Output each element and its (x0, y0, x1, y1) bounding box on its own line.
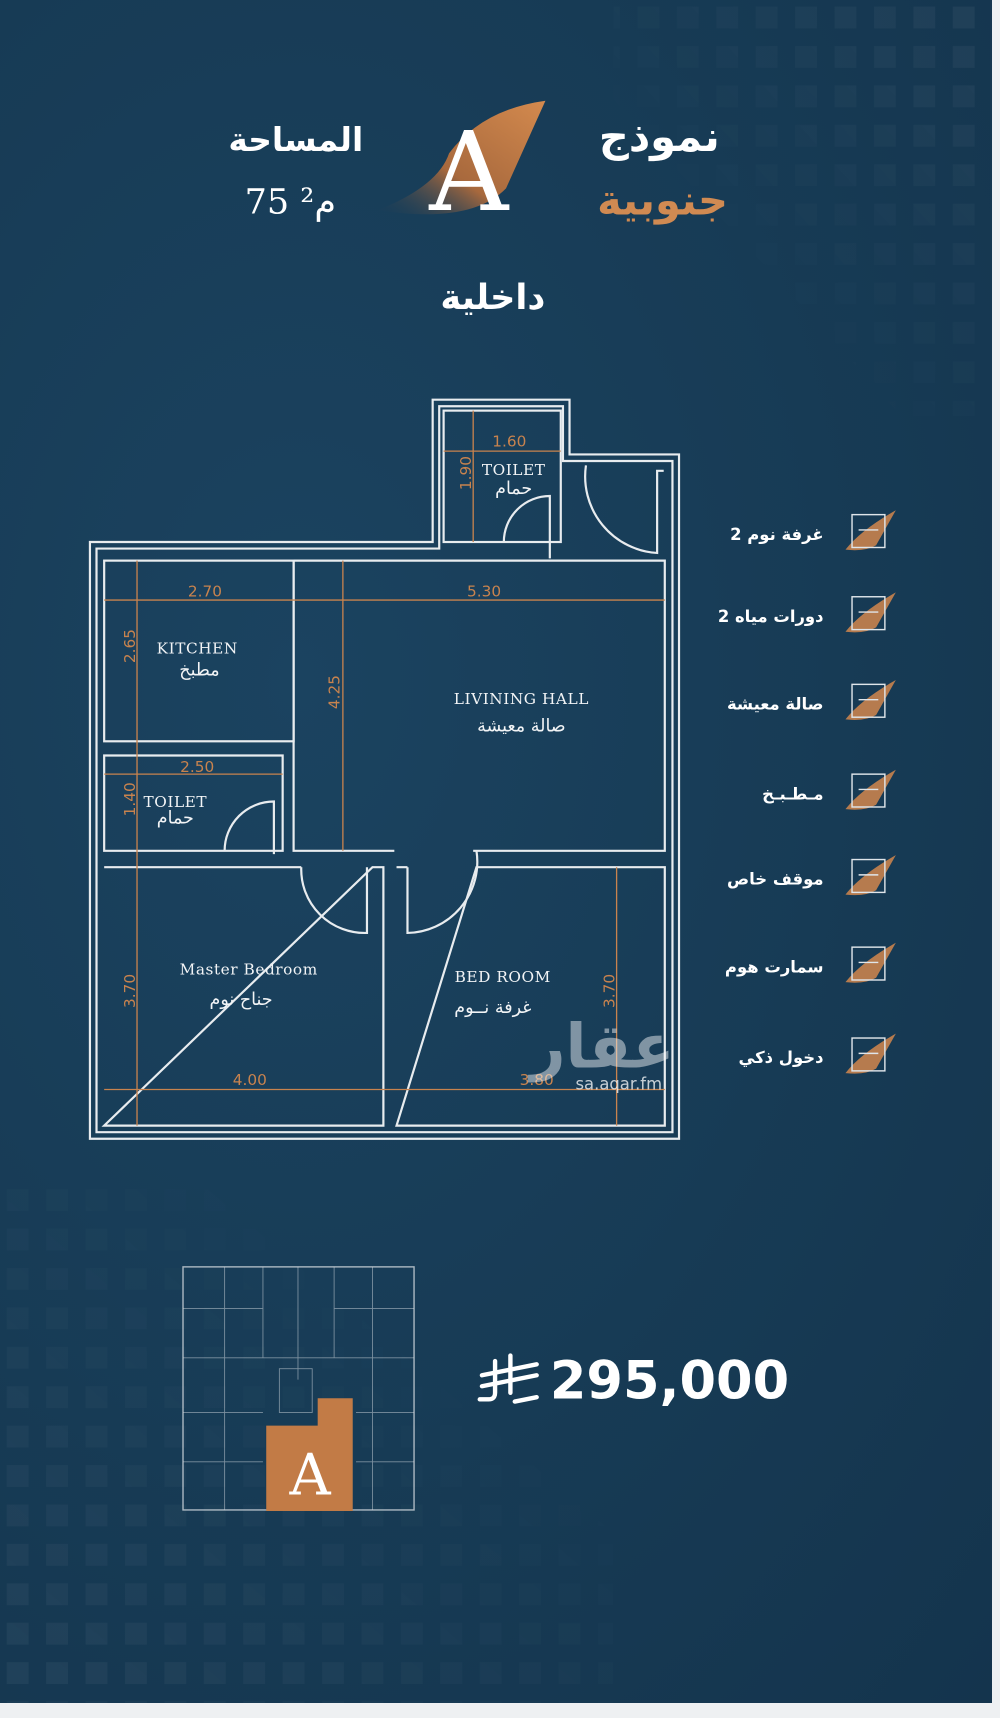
logo-swoosh (377, 100, 546, 215)
model-label: نموذج (599, 112, 720, 162)
smart-home-icon (845, 942, 896, 983)
living-walls (292, 559, 666, 852)
feature-label: دخول ذكي (739, 1048, 824, 1068)
door-swing (223, 800, 275, 855)
toilet-top-depth: 1.90 (457, 456, 475, 490)
kitchen-label: KITCHEN (157, 640, 238, 658)
door-swing (502, 494, 551, 559)
feature-item: سمارت هوم (725, 942, 896, 983)
feature-label: موقف خاص (727, 870, 824, 889)
feature-item: موقف خاص (727, 855, 896, 896)
toilet-top-width: 1.60 (492, 433, 526, 451)
bedroom-label-ar: غرفة نــوم (454, 998, 531, 1018)
door-swing (406, 850, 479, 935)
watermark-logo: عقار (527, 1012, 674, 1083)
toilet-width: 2.50 (180, 758, 214, 776)
area-label: المساحة (228, 121, 363, 159)
bedroom-walls (395, 866, 666, 1127)
toilet-depth: 1.40 (121, 782, 139, 816)
area-value: 75 م² (245, 182, 336, 223)
key-plan-letter: A (288, 1443, 331, 1509)
position-label: داخلية (440, 277, 545, 318)
feature-label: صالة معيشة (727, 695, 824, 714)
entry-door-swing (584, 465, 664, 555)
bedroom-icon (845, 510, 896, 551)
feature-item: مـطـبـخ (762, 769, 896, 810)
living-label: LIVINING HALL (454, 690, 589, 708)
feature-label: سمارت هوم (725, 957, 824, 976)
door-swing (300, 867, 369, 935)
feature-label: 2 غرفة نوم (730, 525, 823, 544)
feature-label: 2 دورات مياه (718, 607, 824, 627)
orientation-label: جنوبية (597, 176, 728, 226)
feature-item: 2 دورات مياه (718, 592, 896, 633)
model-letter: A (428, 108, 510, 236)
floor-plan: 2.70 5.30 2.65 4.25 2.50 1.40 1.60 1.90 … (88, 398, 681, 1140)
price: 295,000 (477, 1350, 789, 1411)
toilet-walls (103, 754, 284, 852)
outer-wall-inner (95, 405, 674, 1134)
living-depth: 4.25 (326, 675, 344, 709)
toilet-top-label-ar: حمام (495, 479, 532, 499)
key-plan: A (182, 1266, 415, 1512)
feature-item: صالة معيشة (727, 679, 896, 720)
master-width: 4.00 (233, 1071, 267, 1089)
kitchen-label-ar: مطبخ (179, 661, 219, 681)
saudi-riyal-icon (477, 1353, 539, 1404)
master-label: Master Bedroom (180, 961, 318, 979)
kitchen-icon (845, 769, 896, 810)
toilet-top-walls (442, 409, 562, 544)
decor-grid-top (613, 0, 992, 417)
bedroom-width: 3.80 (520, 1071, 554, 1089)
living-label-ar: صالة معيشة (477, 716, 566, 736)
toilet-label-ar: حمام (157, 808, 194, 828)
toilet-top-label: TOILET (482, 461, 546, 479)
kitchen-width: 2.70 (188, 583, 222, 601)
features-list: 2 غرفة نوم 2 دورات مياه صالة معيشة مـطـبـخ م… (718, 510, 896, 1074)
unit-a-highlight (266, 1398, 353, 1512)
outer-wall (88, 398, 681, 1140)
watermark-url: sa.aqar.fm (576, 1074, 663, 1093)
price-value: 295,000 (550, 1350, 789, 1411)
toilet-label: TOILET (144, 793, 208, 811)
bedroom-depth: 3.70 (600, 974, 618, 1008)
feature-item: 2 غرفة نوم (730, 510, 896, 551)
parking-icon (845, 855, 896, 896)
feature-item: دخول ذكي (739, 1033, 896, 1074)
smart-entry-icon (845, 1033, 896, 1074)
master-label-ar: جناح نوم (210, 990, 273, 1010)
kitchen-depth: 2.65 (121, 629, 139, 663)
bedroom-label: BED ROOM (455, 968, 551, 986)
living-width: 5.30 (467, 583, 501, 601)
bathroom-icon (845, 592, 896, 633)
feature-label: مـطـبـخ (762, 784, 823, 803)
living-room-icon (845, 679, 896, 720)
header: A نموذج جنوبية المساحة 75 م² داخلية (228, 100, 728, 318)
master-depth: 3.70 (121, 974, 139, 1008)
